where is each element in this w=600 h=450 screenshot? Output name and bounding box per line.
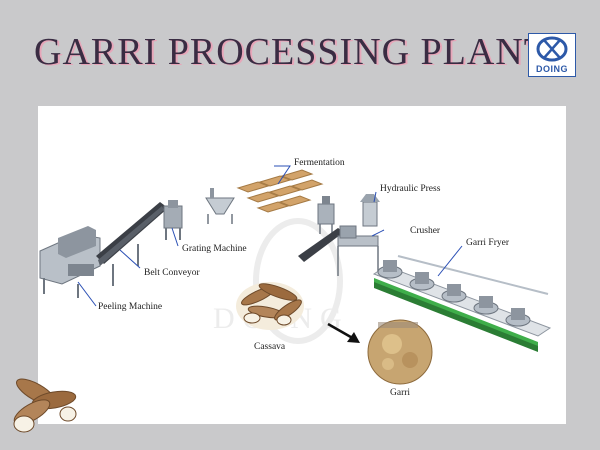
label-crusher: Crusher bbox=[410, 226, 441, 236]
plant-illustration: DOING bbox=[39, 165, 552, 385]
label-hydraulic-press: Hydraulic Press bbox=[380, 184, 441, 194]
label-cassava: Cassava bbox=[254, 342, 286, 352]
label-belt-conveyor: Belt Conveyor bbox=[144, 268, 200, 278]
label-grating-machine: Grating Machine bbox=[182, 244, 247, 254]
fermentation-trays bbox=[236, 169, 324, 213]
label-fermentation: Fermentation bbox=[294, 158, 345, 168]
peeling-machine bbox=[39, 226, 101, 298]
cassava-image bbox=[236, 282, 304, 330]
hydraulic-press bbox=[317, 194, 380, 234]
grating-machine bbox=[163, 200, 183, 240]
label-garri-fryer: Garri Fryer bbox=[466, 238, 509, 248]
logo-text: DOING bbox=[535, 64, 568, 74]
garri-fryer bbox=[372, 255, 552, 352]
crusher bbox=[298, 225, 379, 276]
belt-conveyor bbox=[96, 202, 168, 286]
process-diagram-panel: DOING bbox=[38, 106, 566, 424]
watermark-emblem bbox=[253, 218, 343, 344]
leader-lines bbox=[77, 165, 463, 307]
brand-logo: DOING bbox=[528, 33, 576, 77]
label-garri: Garri bbox=[390, 388, 411, 398]
garri-image bbox=[367, 319, 433, 385]
cassava-decoration bbox=[13, 378, 77, 433]
label-peeling-machine: Peeling Machine bbox=[98, 302, 163, 312]
process-arrow bbox=[327, 322, 360, 343]
logo-mark-icon bbox=[536, 36, 568, 62]
page-title: GARRI PROCESSING PLANT bbox=[34, 31, 548, 73]
hopper bbox=[205, 188, 235, 224]
